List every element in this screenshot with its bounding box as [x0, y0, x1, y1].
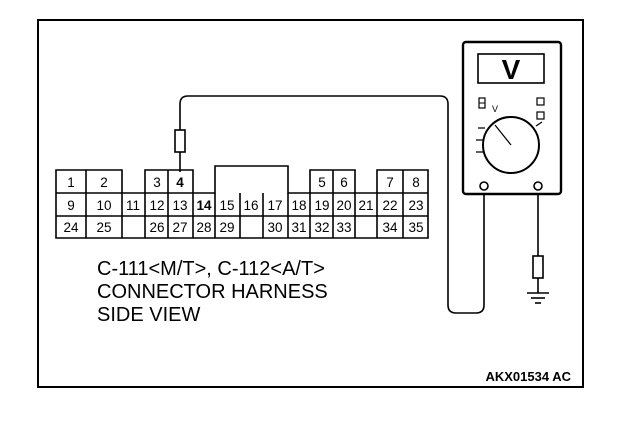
pin-9: 9 [67, 198, 75, 213]
caption-line-2: CONNECTOR HARNESS [97, 281, 328, 303]
pin-33: 33 [336, 220, 351, 235]
pin-30: 30 [267, 220, 282, 235]
pin-26: 26 [149, 220, 164, 235]
pin-7: 7 [386, 175, 394, 190]
probe-negative-icon [532, 255, 544, 279]
probe-positive-icon [174, 129, 186, 153]
pin-5: 5 [318, 175, 326, 190]
pin-31: 31 [291, 220, 306, 235]
connector-caption: C-111<M/T>, C-112<A/T> CONNECTOR HARNESS… [97, 258, 328, 326]
pin-6: 6 [340, 175, 348, 190]
positive-terminal[interactable] [479, 181, 489, 191]
pin-2: 2 [100, 175, 108, 190]
multimeter-display [477, 53, 545, 84]
pin-35: 35 [408, 220, 423, 235]
pin-13: 13 [172, 198, 187, 213]
pin-28: 28 [196, 220, 211, 235]
figure-id: AKX01534 AC [485, 369, 571, 384]
connector [55, 165, 429, 239]
pin-4: 4 [176, 175, 184, 190]
pin-14: 14 [196, 198, 212, 213]
pin-15: 15 [219, 198, 234, 213]
pin-17: 17 [267, 198, 282, 213]
pin-16: 16 [243, 198, 258, 213]
pin-22: 22 [382, 198, 397, 213]
pin-3: 3 [153, 175, 161, 190]
pin-11: 11 [126, 198, 140, 213]
pin-8: 8 [412, 175, 420, 190]
display-range-symbol: V [502, 54, 521, 85]
pin-25: 25 [96, 220, 111, 235]
rotary-mode-label: V [492, 104, 498, 114]
negative-terminal[interactable] [533, 181, 543, 191]
pin-19: 19 [314, 198, 329, 213]
diagram-frame [37, 19, 584, 388]
pin-20: 20 [336, 198, 351, 213]
pin-27: 27 [172, 220, 187, 235]
pin-32: 32 [314, 220, 329, 235]
mode-indicator-right-bottom [536, 111, 545, 120]
pin-18: 18 [291, 198, 306, 213]
rotary-dial-pointer [494, 124, 512, 146]
pin-21: 21 [358, 198, 373, 213]
pin-1: 1 [67, 175, 75, 190]
pin-34: 34 [382, 220, 398, 235]
multimeter: V V [461, 40, 563, 196]
pin-23: 23 [408, 198, 423, 213]
probe-leads [174, 95, 544, 314]
connector-row-2: 9 10 11 12 13 14 15 16 17 18 19 20 21 22… [67, 198, 423, 213]
connector-row-1: 1 2 3 4 5 6 7 8 [67, 175, 420, 190]
lead-wire-positive [179, 95, 485, 314]
pin-29: 29 [219, 220, 234, 235]
rotary-dial-knob[interactable] [482, 116, 540, 174]
mode-indicator-right-top [536, 97, 545, 106]
caption-line-1: C-111<M/T>, C-112<A/T> [97, 258, 325, 280]
connector-row-3: 24 25 26 27 28 29 30 31 32 33 34 35 [63, 220, 423, 235]
pin-12: 12 [149, 198, 164, 213]
caption-line-3: SIDE VIEW [97, 304, 200, 326]
pin-24: 24 [63, 220, 79, 235]
pin-10: 10 [96, 198, 111, 213]
ground-icon [527, 292, 549, 304]
